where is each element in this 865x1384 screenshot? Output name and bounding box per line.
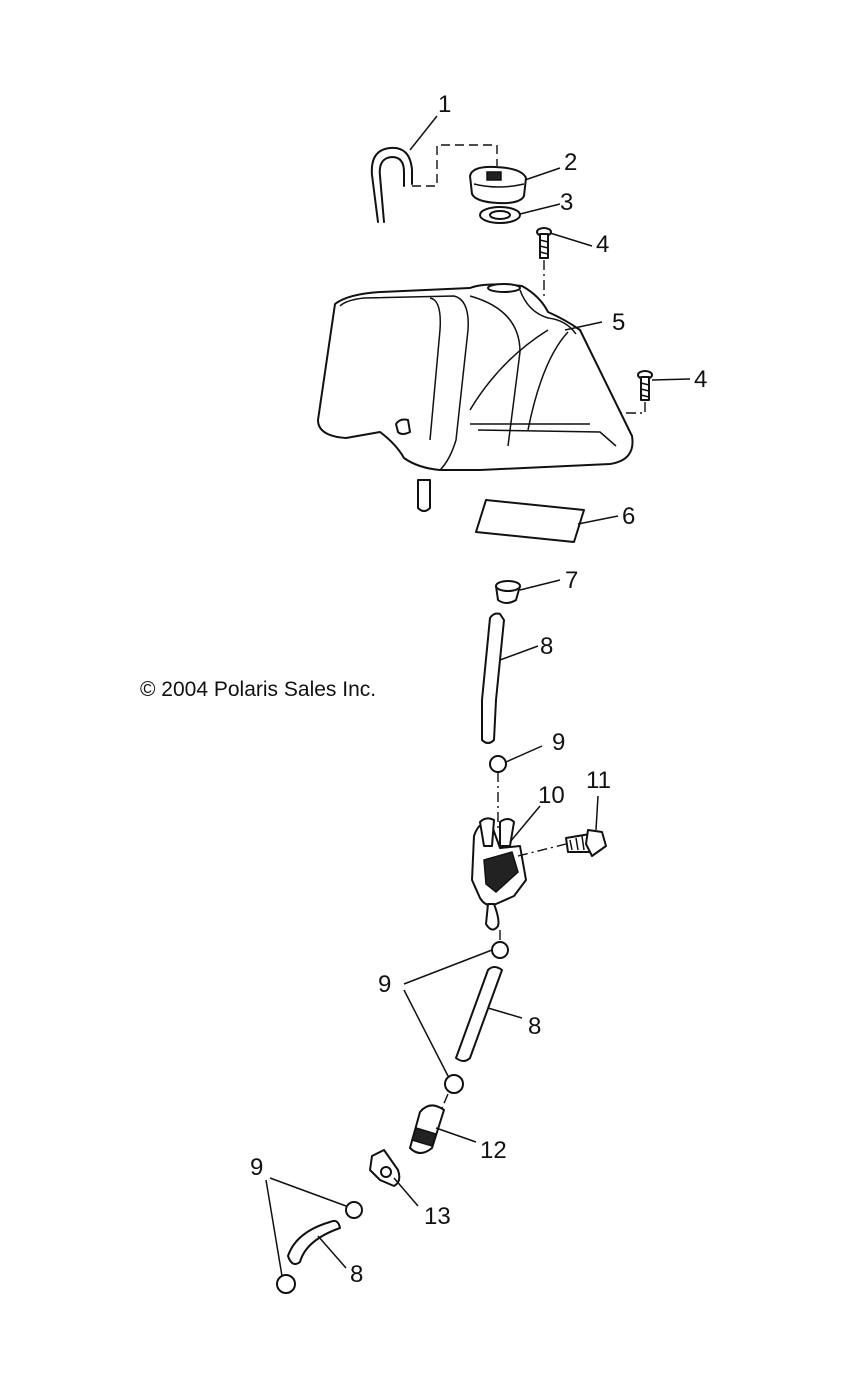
callout-11: 11 [586, 767, 611, 794]
callout-labels: 1 2 3 4 4 5 6 7 8 9 10 11 9 8 12 13 9 8 [250, 91, 707, 1288]
callout-8c: 8 [350, 1261, 363, 1288]
fuel-hose-upper [481, 612, 539, 744]
callout-9a: 9 [552, 729, 565, 756]
callout-10: 10 [538, 782, 565, 809]
callout-4b: 4 [694, 366, 707, 393]
callout-13: 13 [424, 1203, 451, 1230]
callout-1: 1 [438, 91, 451, 118]
callout-5: 5 [612, 309, 625, 336]
fuel-tank [317, 283, 634, 512]
filter-bracket [369, 1149, 419, 1207]
hose-clamp [495, 579, 561, 604]
clamp-lower-top [269, 1177, 363, 1219]
cap-gasket [479, 203, 561, 224]
clamp-lower-bottom [265, 1179, 296, 1294]
clamp-upper [489, 745, 543, 830]
fuel-hose-middle [455, 966, 523, 1062]
callout-4a: 4 [596, 231, 609, 258]
clamp-middle-top [403, 930, 509, 985]
screw-upper [536, 227, 593, 300]
callout-3: 3 [560, 189, 573, 216]
fuel-hose-lower [287, 1219, 347, 1269]
vent-hose [370, 115, 498, 223]
callout-8a: 8 [540, 633, 553, 660]
clamp-middle-bottom [403, 989, 464, 1094]
callout-6: 6 [622, 503, 635, 530]
copyright-notice: © 2004 Polaris Sales Inc. [140, 678, 376, 701]
decal [475, 499, 619, 543]
callout-9c: 9 [250, 1154, 263, 1181]
fuel-cap [469, 165, 561, 205]
bolt [565, 795, 607, 857]
fuel-filter [409, 1093, 477, 1154]
callout-9b: 9 [378, 971, 391, 998]
callout-12: 12 [480, 1137, 507, 1164]
callout-2: 2 [564, 149, 577, 176]
callout-7: 7 [565, 567, 578, 594]
callout-8b: 8 [528, 1013, 541, 1040]
fuel-valve [471, 805, 567, 931]
